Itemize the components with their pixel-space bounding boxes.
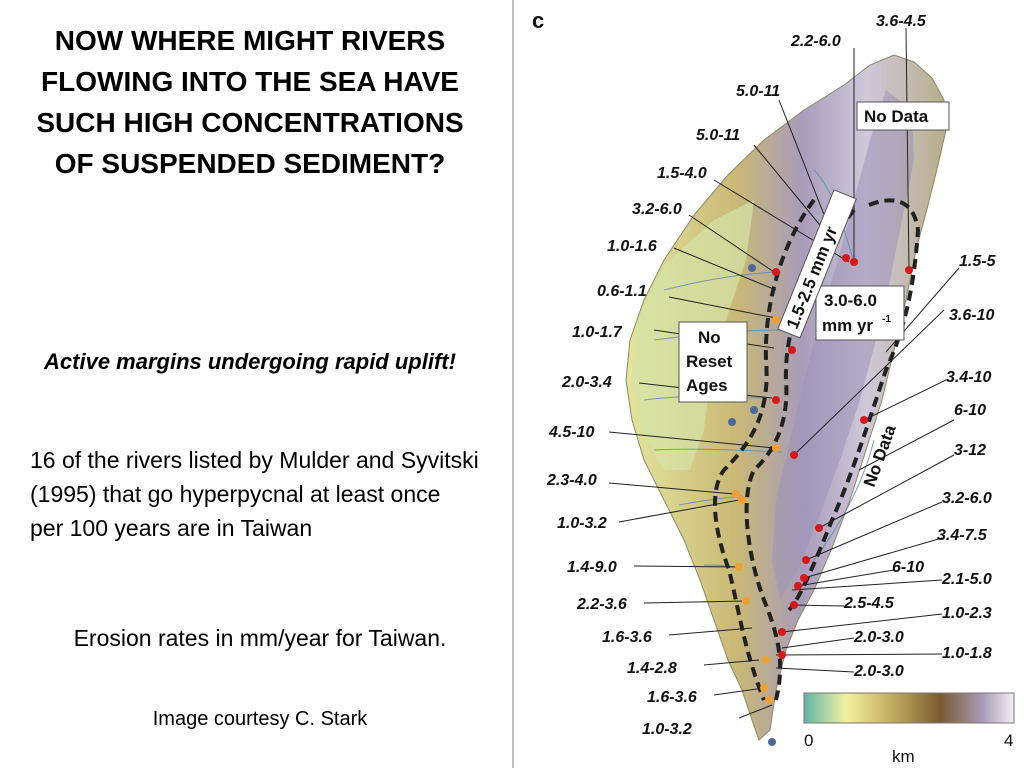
slide-subtitle: Active margins undergoing rapid uplift! xyxy=(44,349,456,374)
rate-label-left: 3.2-6.0 xyxy=(632,201,682,218)
rate-label-right: 6-10 xyxy=(892,559,924,576)
colorbar-unit-label: km xyxy=(892,747,915,766)
left-rate-labels: 2.2-6.0 5.0-11 5.0-11 1.5-4.0 3.2-6.0 1.… xyxy=(546,33,841,738)
panel-letter: c xyxy=(532,8,544,33)
rate-label-left: 2.2-3.6 xyxy=(576,596,627,613)
rate-label-left: 2.2-6.0 xyxy=(790,33,841,50)
rate-label-right: 3.6-4.5 xyxy=(876,13,927,30)
sample-dots xyxy=(728,254,913,746)
central-zone-exponent: -1 xyxy=(882,314,891,325)
colorbar-max-label: 4 xyxy=(1004,731,1013,750)
rate-label-right: 2.1-5.0 xyxy=(941,571,992,588)
rate-label-left: 5.0-11 xyxy=(736,83,780,100)
rate-label-right: 3.2-6.0 xyxy=(942,490,992,507)
rate-label-left: 1.4-2.8 xyxy=(627,660,677,677)
rate-label-right: 1.0-1.8 xyxy=(942,645,992,662)
no-reset-line-1: No xyxy=(698,328,721,347)
rate-label-left: 1.6-3.6 xyxy=(647,689,697,706)
rate-label-left: 1.0-1.6 xyxy=(607,238,657,255)
central-zone-unit: mm yr xyxy=(822,316,873,335)
elevation-colorbar xyxy=(803,692,1015,724)
rate-label-left: 0.6-1.1 xyxy=(597,283,647,300)
rate-label-left: 1.6-3.6 xyxy=(602,629,652,646)
rate-label-left: 2.0-3.4 xyxy=(561,374,612,391)
central-zone-rate: 3.0-6.0 xyxy=(824,291,877,310)
rate-label-right: 2.5-4.5 xyxy=(843,595,895,612)
text-column: NOW WHERE MIGHT RIVERS FLOWING INTO THE … xyxy=(0,0,500,768)
rate-label-left: 1.0-1.7 xyxy=(572,324,623,341)
figure-caption: Erosion rates in mm/year for Taiwan. xyxy=(73,625,447,651)
no-data-top-box xyxy=(856,101,950,131)
taiwan-erosion-map: c No Data No Reset Ages 3.0-6.0 mm yr -1… xyxy=(512,0,1024,768)
rate-label-left: 4.5-10 xyxy=(548,424,594,441)
map-svg: c No Data No Reset Ages 3.0-6.0 mm yr -1… xyxy=(532,8,1015,766)
central-range xyxy=(772,90,914,600)
no-data-top-label: No Data xyxy=(864,107,929,126)
colorbar-min-label: 0 xyxy=(804,731,813,750)
no-reset-line-2: Reset xyxy=(686,352,733,371)
rate-label-right: 3.4-10 xyxy=(946,369,991,386)
rate-label-right: 1.0-2.3 xyxy=(942,605,992,622)
rate-label-right: 2.0-3.0 xyxy=(853,629,904,646)
rate-label-right: 3.6-10 xyxy=(949,307,994,324)
rate-label-right: 2.0-3.0 xyxy=(853,663,904,680)
rate-label-left: 2.3-4.0 xyxy=(546,472,597,489)
right-rate-labels: 3.6-4.5 1.5-5 3.6-10 3.4-10 6-10 3-12 3.… xyxy=(843,13,997,680)
rate-label-right: 3.4-7.5 xyxy=(937,527,988,544)
slide-title: NOW WHERE MIGHT RIVERS FLOWING INTO THE … xyxy=(36,25,464,179)
rate-label-right: 1.5-5 xyxy=(959,253,997,270)
rate-label-right: 3-12 xyxy=(954,442,986,459)
slide-body-text: 16 of the rivers listed by Mulder and Sy… xyxy=(30,447,479,541)
rate-label-left: 1.5-4.0 xyxy=(657,165,707,182)
central-zone-box xyxy=(815,285,905,341)
rate-label-left: 5.0-11 xyxy=(696,127,740,144)
image-credit: Image courtesy C. Stark xyxy=(152,708,368,730)
no-reset-ages-box xyxy=(678,321,748,403)
rate-label-left: 1.4-9.0 xyxy=(567,559,617,576)
rate-label-left: 1.0-3.2 xyxy=(557,515,607,532)
no-reset-line-3: Ages xyxy=(686,376,728,395)
rate-label-left: 1.0-3.2 xyxy=(642,721,692,738)
rate-label-right: 6-10 xyxy=(954,402,986,419)
